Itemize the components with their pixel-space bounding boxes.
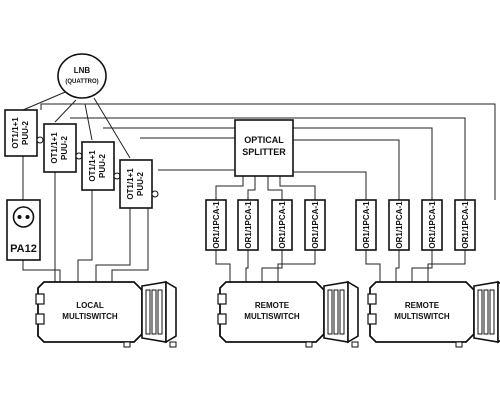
multiswitch-label-line2: MULTISWITCH <box>394 312 450 321</box>
multiswitch-clip <box>367 313 377 325</box>
receiver-label: OR1/1PCA-1 <box>428 201 437 249</box>
lnb-circle <box>57 53 107 99</box>
receiver-label: OR1/1PCA-1 <box>395 201 404 249</box>
receiver-box <box>421 199 443 251</box>
multiswitch-clip <box>217 313 227 325</box>
connector-icon <box>36 136 44 144</box>
transmitter: OT1/1+1 PUU-2 <box>119 159 159 209</box>
multiswitch-rib <box>151 289 157 335</box>
receiver-box <box>304 199 326 251</box>
transmitter-label-line2: PUU-2 <box>21 120 30 145</box>
receiver-box <box>388 199 410 251</box>
transmitter-box <box>119 159 153 209</box>
transmitter: OT1/1+1 PUU-2 <box>81 141 121 191</box>
multiswitch-rib <box>333 289 339 335</box>
lnb-type-label: (QUATTRO) <box>65 79 98 85</box>
socket-pin-icon <box>17 215 22 219</box>
receiver: OR1/1PCA-1 <box>237 199 259 251</box>
power-supply-label: PA12 <box>10 243 37 255</box>
multiswitch-label-line2: MULTISWITCH <box>62 312 118 321</box>
transmitter-label-line2: PUU-2 <box>60 135 69 160</box>
multiswitch-clip <box>367 293 377 305</box>
multiswitch-label-line1: LOCAL <box>76 301 104 310</box>
receiver: OR1/1PCA-1 <box>388 199 410 251</box>
remote-multiswitch: REMOTE MULTISWITCH <box>217 280 359 348</box>
multiswitch-endcap <box>165 280 177 344</box>
receiver-label: OR1/1PCA-1 <box>461 201 470 249</box>
receiver-label: OR1/1PCA-1 <box>278 201 287 249</box>
connector-icon <box>75 152 83 160</box>
transmitter: OT1/1+1 PUU-2 <box>4 109 44 157</box>
receiver: OR1/1PCA-1 <box>355 199 377 251</box>
transmitter-box <box>43 123 77 173</box>
multiswitch-connector <box>123 341 131 348</box>
transmitter-label-line1: OT1/1+1 <box>126 168 135 200</box>
receiver: OR1/1PCA-1 <box>421 199 443 251</box>
multiswitch-label-line1: REMOTE <box>405 301 440 310</box>
receiver: OR1/1PCA-1 <box>304 199 326 251</box>
multiswitch-rib <box>157 289 163 335</box>
receiver-box <box>454 199 476 251</box>
lnb-label: LNB <box>74 66 91 75</box>
receiver-label: OR1/1PCA-1 <box>212 201 221 249</box>
receiver-box <box>237 199 259 251</box>
multiswitch-clip <box>35 313 45 325</box>
multiswitch-endcap <box>347 280 359 344</box>
receiver: OR1/1PCA-1 <box>205 199 227 251</box>
splitter-label-line1: OPTICAL <box>244 135 284 145</box>
power-supply: PA12 <box>6 199 41 261</box>
multiswitch-connector <box>169 341 177 348</box>
receiver: OR1/1PCA-1 <box>454 199 476 251</box>
splitter-label-line2: SPLITTER <box>242 147 286 157</box>
multiswitch-rib <box>489 289 495 335</box>
multiswitch-connector <box>351 341 359 348</box>
lnb-quattro: LNB (QUATTRO) <box>57 53 107 99</box>
multiswitch-rib <box>145 289 151 335</box>
transmitter-box <box>4 109 38 157</box>
socket-icon <box>12 206 35 228</box>
receiver-box <box>271 199 293 251</box>
multiswitch-clip <box>217 293 227 305</box>
transmitter-label-line1: OT1/1+1 <box>11 117 20 149</box>
transmitter-label-line2: PUU-2 <box>98 153 107 178</box>
receiver-box <box>355 199 377 251</box>
multiswitch-rib <box>327 289 333 335</box>
socket-pin-icon <box>25 215 30 219</box>
receiver-box <box>205 199 227 251</box>
splitter-box <box>234 119 294 177</box>
optical-splitter: OPTICAL SPLITTER <box>234 119 294 177</box>
connector-icon <box>151 190 159 198</box>
receiver-group-1: OR1/1PCA-1 OR1/1PCA-1 OR1/1PCA-1 OR1/1PC… <box>205 199 326 251</box>
receiver: OR1/1PCA-1 <box>271 199 293 251</box>
receiver-group-2: OR1/1PCA-1 OR1/1PCA-1 OR1/1PCA-1 OR1/1PC… <box>355 199 476 251</box>
transmitter-box <box>81 141 115 191</box>
receiver-label: OR1/1PCA-1 <box>362 201 371 249</box>
multiswitch-clip <box>35 293 45 305</box>
connector-icon <box>113 172 121 180</box>
multiswitch-rib <box>483 289 489 335</box>
multiswitch-connector <box>455 341 463 348</box>
transmitter-label-line1: OT1/1+1 <box>50 132 59 164</box>
connection-wires <box>22 89 496 282</box>
transmitter-label-line1: OT1/1+1 <box>88 150 97 182</box>
transmitter: OT1/1+1 PUU-2 <box>43 123 83 173</box>
multiswitch-rib <box>339 289 345 335</box>
transmitter-label-line2: PUU-2 <box>136 171 145 196</box>
multiswitch-label-line2: MULTISWITCH <box>244 312 300 321</box>
receiver-label: OR1/1PCA-1 <box>244 201 253 249</box>
multiswitch-label-line1: REMOTE <box>255 301 290 310</box>
multiswitch-connector <box>305 341 313 348</box>
remote-multiswitch: REMOTE MULTISWITCH <box>367 280 500 348</box>
receiver-label: OR1/1PCA-1 <box>311 201 320 249</box>
local-multiswitch: LOCAL MULTISWITCH <box>35 280 177 348</box>
multiswitch-rib <box>477 289 483 335</box>
